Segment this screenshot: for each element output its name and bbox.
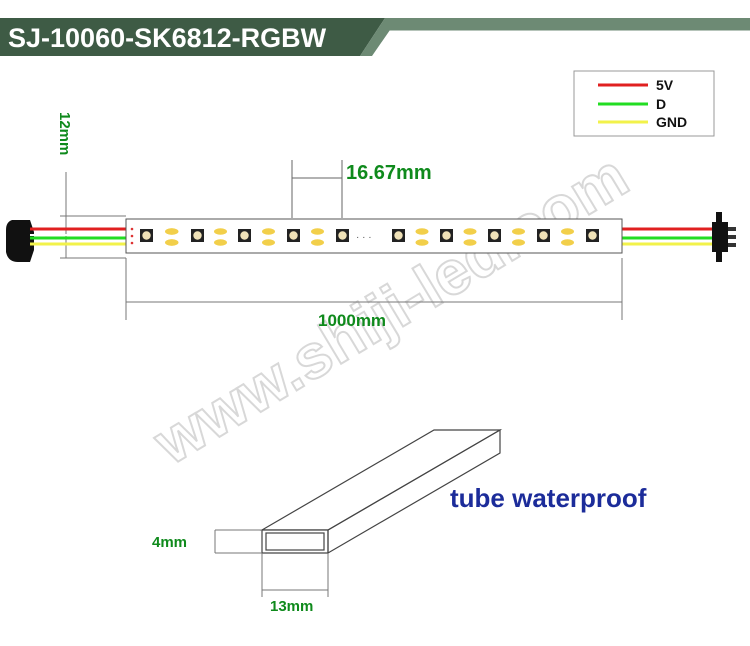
tube-height-dimension: 4mm bbox=[152, 529, 262, 554]
strip-gap-marker: · · · bbox=[356, 232, 372, 243]
right-connector bbox=[622, 212, 736, 262]
title-banner: SJ-10060-SK6812-RGBW bbox=[0, 18, 750, 56]
solder-pad bbox=[512, 239, 525, 246]
watermark: www.shiji-led.com bbox=[141, 140, 641, 479]
svg-text:www.shiji-led.com: www.shiji-led.com bbox=[142, 141, 640, 478]
led-strip: · · · bbox=[125, 218, 623, 254]
solder-pad bbox=[214, 228, 227, 235]
led-chip bbox=[336, 229, 349, 242]
solder-point bbox=[130, 227, 134, 231]
solder-pad bbox=[463, 228, 477, 235]
led-chip bbox=[191, 229, 204, 242]
solder-pad bbox=[561, 228, 574, 235]
length-label: 1000mm bbox=[318, 311, 386, 330]
tube-height-label: 4mm bbox=[152, 534, 187, 551]
pitch-dimension: 16.67mm bbox=[291, 160, 432, 218]
led-chip bbox=[586, 229, 599, 242]
wire-legend: 5V D GND bbox=[573, 70, 715, 137]
strip-width-dimension: 12mm bbox=[56, 112, 126, 259]
led-chip bbox=[392, 229, 405, 242]
led-chip bbox=[238, 229, 251, 242]
solder-pad bbox=[561, 239, 574, 246]
led-chip bbox=[488, 229, 501, 242]
tube-caption: tube waterproof bbox=[450, 483, 647, 513]
solder-pad bbox=[165, 228, 179, 235]
solder-pad bbox=[311, 228, 324, 235]
solder-point bbox=[130, 241, 134, 245]
solder-pad bbox=[415, 239, 429, 246]
tube-width-dimension: 13mm bbox=[261, 553, 329, 615]
led-chip bbox=[440, 229, 453, 242]
pitch-label: 16.67mm bbox=[346, 162, 432, 184]
solder-pad bbox=[463, 239, 477, 246]
tube-width-label: 13mm bbox=[270, 598, 313, 615]
solder-pad bbox=[262, 228, 275, 235]
legend-gnd-label: GND bbox=[656, 114, 687, 130]
tube-drawing bbox=[259, 428, 503, 555]
solder-point bbox=[130, 234, 134, 238]
led-chip bbox=[287, 229, 300, 242]
length-dimension: 1000mm bbox=[125, 258, 623, 330]
solder-pad bbox=[214, 239, 227, 246]
left-connector bbox=[6, 220, 126, 262]
solder-pad bbox=[311, 239, 324, 246]
strip-width-label: 12mm bbox=[56, 112, 73, 155]
led-chip bbox=[537, 229, 550, 242]
legend-5v-label: 5V bbox=[656, 77, 674, 93]
solder-pad bbox=[165, 239, 179, 246]
solder-pad bbox=[512, 228, 525, 235]
solder-pad bbox=[262, 239, 275, 246]
led-chip bbox=[140, 229, 153, 242]
solder-pad bbox=[415, 228, 429, 235]
legend-d-label: D bbox=[656, 96, 666, 112]
page-title: SJ-10060-SK6812-RGBW bbox=[8, 23, 327, 53]
